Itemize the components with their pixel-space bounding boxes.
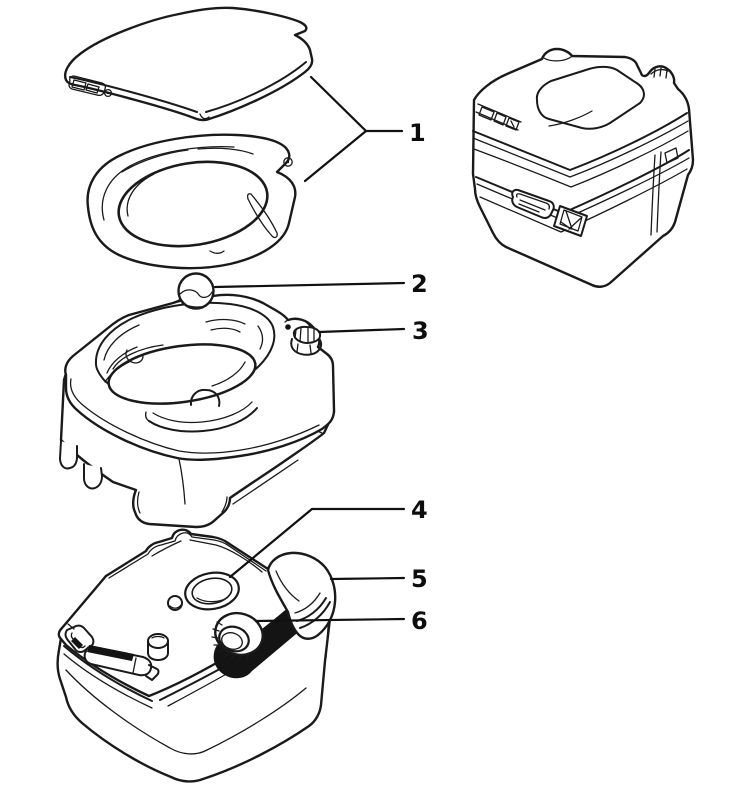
callout-label-2: 2 [411, 270, 428, 298]
vent-cap-drawing [211, 611, 264, 662]
bowl-opening [107, 343, 257, 405]
side-cap-detail [650, 67, 669, 79]
callout-3-leader [317, 327, 406, 334]
seat-opening [117, 160, 269, 248]
vent-cap-knurling [211, 621, 248, 662]
deck-post [147, 633, 169, 661]
pump-cap-drawing [284, 317, 323, 356]
lid-hinge-strip [475, 103, 522, 131]
callout-4-leader [228, 507, 406, 579]
toilet-lid-drawing [64, 6, 314, 122]
carry-handle-recess [511, 188, 555, 219]
valve-opening-drawing [184, 571, 240, 611]
callout-label-4: 4 [411, 496, 428, 524]
callout-1: 1 [303, 75, 426, 183]
valve-handle-latch [553, 205, 588, 237]
latch-lever [83, 645, 160, 681]
callout-6: 6 [254, 607, 428, 635]
lid-hinge-detail [68, 75, 113, 98]
waste-tank-drawing [56, 528, 337, 783]
callout-1-leader-2 [303, 129, 368, 183]
callout-2-leader [213, 281, 406, 289]
flush-tank-feet [59, 440, 103, 490]
callout-5: 5 [329, 565, 428, 593]
pump-pivot-dot [285, 324, 291, 330]
callout-label-1: 1 [409, 119, 426, 147]
rear-hinge-bump [543, 56, 572, 62]
callout-label-6: 6 [411, 607, 428, 635]
callout-1-leader [309, 75, 404, 133]
callout-2: 2 [213, 270, 428, 298]
deck-small-port [167, 595, 183, 611]
fill-cap-drawing [177, 272, 215, 310]
flush-tank-drawing [59, 272, 336, 529]
callout-5-leader [329, 576, 406, 581]
callout-6-leader [254, 617, 406, 623]
bowl-front-tab [189, 388, 221, 407]
toilet-seat-drawing [86, 133, 297, 270]
callout-label-5: 5 [411, 565, 428, 593]
assembled-toilet-drawing [471, 47, 695, 288]
callout-3: 3 [317, 317, 429, 345]
lid-top-panel-line [535, 65, 645, 130]
callout-4: 4 [228, 496, 428, 579]
callout-label-3: 3 [412, 317, 429, 345]
seat-hinge-hole [283, 157, 293, 167]
